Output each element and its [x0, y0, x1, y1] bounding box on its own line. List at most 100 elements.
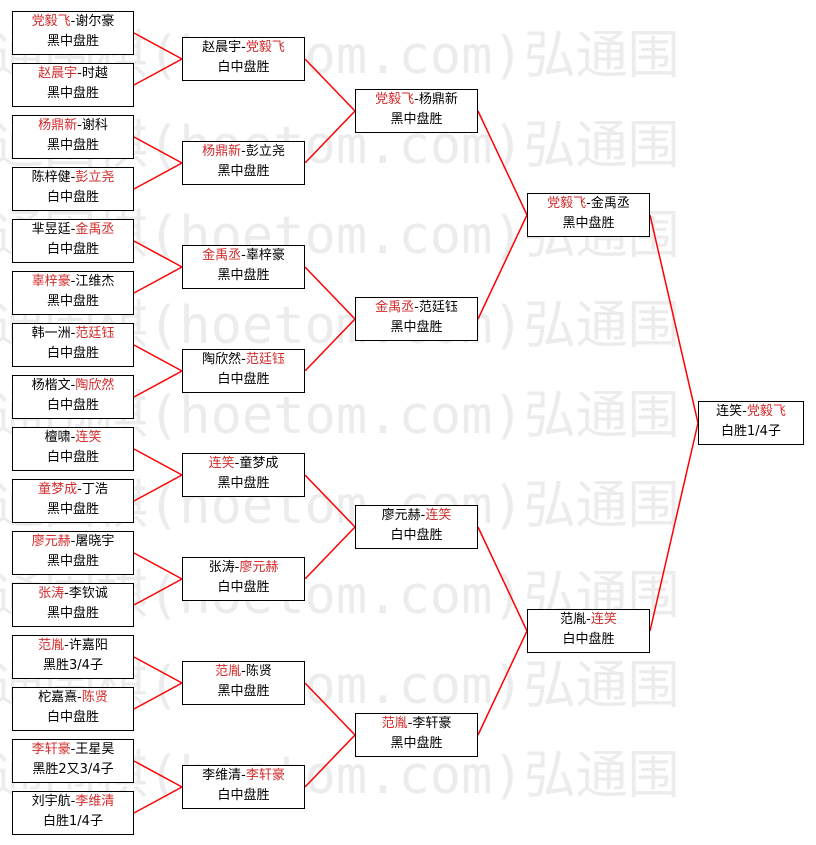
player-name: 童梦成 — [239, 456, 279, 471]
player-name: 韩一洲 — [31, 326, 71, 341]
winner-name: 党毅飞 — [746, 404, 786, 419]
player-name: 赵晨宇 — [202, 40, 242, 55]
player-name: 范廷钰 — [418, 300, 458, 315]
match-result: 白胜1/4子 — [721, 424, 781, 439]
match-result: 白中盘胜 — [46, 242, 99, 257]
match-box: 杨楷文-陶欣然白中盘胜 — [12, 375, 134, 419]
match-result: 白中盘胜 — [217, 580, 270, 595]
name-separator: - — [70, 794, 76, 809]
name-separator: - — [414, 92, 419, 107]
name-separator: - — [70, 326, 76, 341]
winner-name: 李轩豪 — [245, 768, 285, 783]
winner-name: 金禹丞 — [202, 248, 242, 263]
match-box: 陈梓健-彭立尧白中盘胜 — [12, 167, 134, 211]
name-separator: - — [241, 40, 246, 55]
match-players: 党毅飞-金禹丞 — [528, 194, 649, 214]
match-players: 刘宇航-李维清 — [13, 792, 133, 812]
match-result: 黑中盘胜 — [46, 606, 99, 621]
name-separator: - — [241, 664, 246, 679]
name-separator: - — [241, 248, 246, 263]
winner-name: 杨鼎新 — [202, 144, 242, 159]
name-separator: - — [70, 430, 76, 445]
match-result: 白中盘胜 — [217, 372, 270, 387]
match-players: 杨鼎新-彭立尧 — [183, 142, 304, 162]
match-players: 陶欣然-范廷钰 — [183, 350, 304, 370]
name-separator: - — [70, 222, 76, 237]
match-players: 杨楷文-陶欣然 — [13, 376, 133, 396]
name-separator: - — [70, 170, 76, 185]
match-result: 黑胜2又3/4子 — [32, 762, 114, 777]
match-players: 芈昱廷-金禹丞 — [13, 220, 133, 240]
name-separator: - — [77, 690, 82, 705]
match-players: 柁嘉熹-陈贤 — [13, 688, 133, 708]
match-box: 金禹丞-辜梓豪黑中盘胜 — [182, 245, 305, 289]
match-box: 连笑-童梦成黑中盘胜 — [182, 453, 305, 497]
name-separator: - — [420, 508, 426, 523]
name-separator: - — [742, 404, 747, 419]
winner-name: 范廷钰 — [75, 326, 115, 341]
match-result: 黑中盘胜 — [46, 502, 99, 517]
match-box: 连笑-党毅飞白胜1/4子 — [698, 401, 804, 445]
player-name: 檀啸 — [44, 430, 71, 445]
player-name: 杨鼎新 — [418, 92, 458, 107]
player-name: 陈贤 — [245, 664, 272, 679]
match-players: 党毅飞-杨鼎新 — [356, 90, 477, 110]
match-result: 白中盘胜 — [46, 450, 99, 465]
match-result: 黑中盘胜 — [46, 34, 99, 49]
player-name: 时越 — [81, 66, 108, 81]
player-name: 陈梓健 — [31, 170, 71, 185]
player-name: 范胤 — [560, 612, 587, 627]
match-box: 杨鼎新-彭立尧黑中盘胜 — [182, 141, 305, 185]
match-box: 张涛-李钦诚黑中盘胜 — [12, 583, 134, 627]
match-result: 白中盘胜 — [46, 346, 99, 361]
match-players: 金禹丞-辜梓豪 — [183, 246, 304, 266]
match-box: 杨鼎新-谢科黑中盘胜 — [12, 115, 134, 159]
name-separator: - — [64, 638, 69, 653]
winner-name: 童梦成 — [38, 482, 78, 497]
winner-name: 党毅飞 — [375, 92, 415, 107]
name-separator: - — [586, 612, 591, 627]
match-box: 范胤-连笑白中盘胜 — [527, 609, 650, 653]
match-result: 黑中盘胜 — [46, 554, 99, 569]
match-box: 党毅飞-金禹丞黑中盘胜 — [527, 193, 650, 237]
match-players: 范胤-李轩豪 — [356, 714, 477, 734]
player-name: 李钦诚 — [68, 586, 108, 601]
match-box: 赵晨宇-党毅飞白中盘胜 — [182, 37, 305, 81]
winner-name: 范胤 — [381, 716, 408, 731]
match-result: 黑中盘胜 — [46, 294, 99, 309]
name-separator: - — [234, 560, 240, 575]
match-result: 白中盘胜 — [217, 60, 270, 75]
match-box: 柁嘉熹-陈贤白中盘胜 — [12, 687, 134, 731]
winner-name: 党毅飞 — [31, 14, 71, 29]
match-players: 党毅飞-谢尔豪 — [13, 12, 133, 32]
winner-name: 范廷钰 — [245, 352, 285, 367]
match-result: 黑胜3/4子 — [43, 658, 103, 673]
match-box: 李维清-李轩豪白中盘胜 — [182, 765, 305, 809]
name-separator: - — [77, 66, 82, 81]
match-players: 连笑-党毅飞 — [699, 402, 803, 422]
winner-name: 李轩豪 — [31, 742, 71, 757]
winner-name: 党毅飞 — [245, 40, 285, 55]
match-result: 黑中盘胜 — [217, 164, 270, 179]
match-box: 廖元赫-屠晓宇黑中盘胜 — [12, 531, 134, 575]
match-players: 范胤-许嘉阳 — [13, 636, 133, 656]
match-box: 范胤-李轩豪黑中盘胜 — [355, 713, 478, 757]
match-result: 黑中盘胜 — [217, 476, 270, 491]
match-result: 黑中盘胜 — [217, 684, 270, 699]
match-players: 李维清-李轩豪 — [183, 766, 304, 786]
match-box: 党毅飞-谢尔豪黑中盘胜 — [12, 11, 134, 55]
match-players: 韩一洲-范廷钰 — [13, 324, 133, 344]
winner-name: 陈贤 — [81, 690, 108, 705]
name-separator: - — [70, 14, 76, 29]
match-players: 童梦成-丁浩 — [13, 480, 133, 500]
match-box: 芈昱廷-金禹丞白中盘胜 — [12, 219, 134, 263]
match-box: 檀啸-连笑白中盘胜 — [12, 427, 134, 471]
player-name: 李维清 — [202, 768, 242, 783]
winner-name: 廖元赫 — [239, 560, 279, 575]
match-players: 金禹丞-范廷钰 — [356, 298, 477, 318]
match-result: 白中盘胜 — [562, 632, 615, 647]
match-box: 辜梓豪-江维杰黑中盘胜 — [12, 271, 134, 315]
player-name: 谢尔豪 — [75, 14, 115, 29]
player-name: 江维杰 — [75, 274, 115, 289]
match-players: 陈梓健-彭立尧 — [13, 168, 133, 188]
